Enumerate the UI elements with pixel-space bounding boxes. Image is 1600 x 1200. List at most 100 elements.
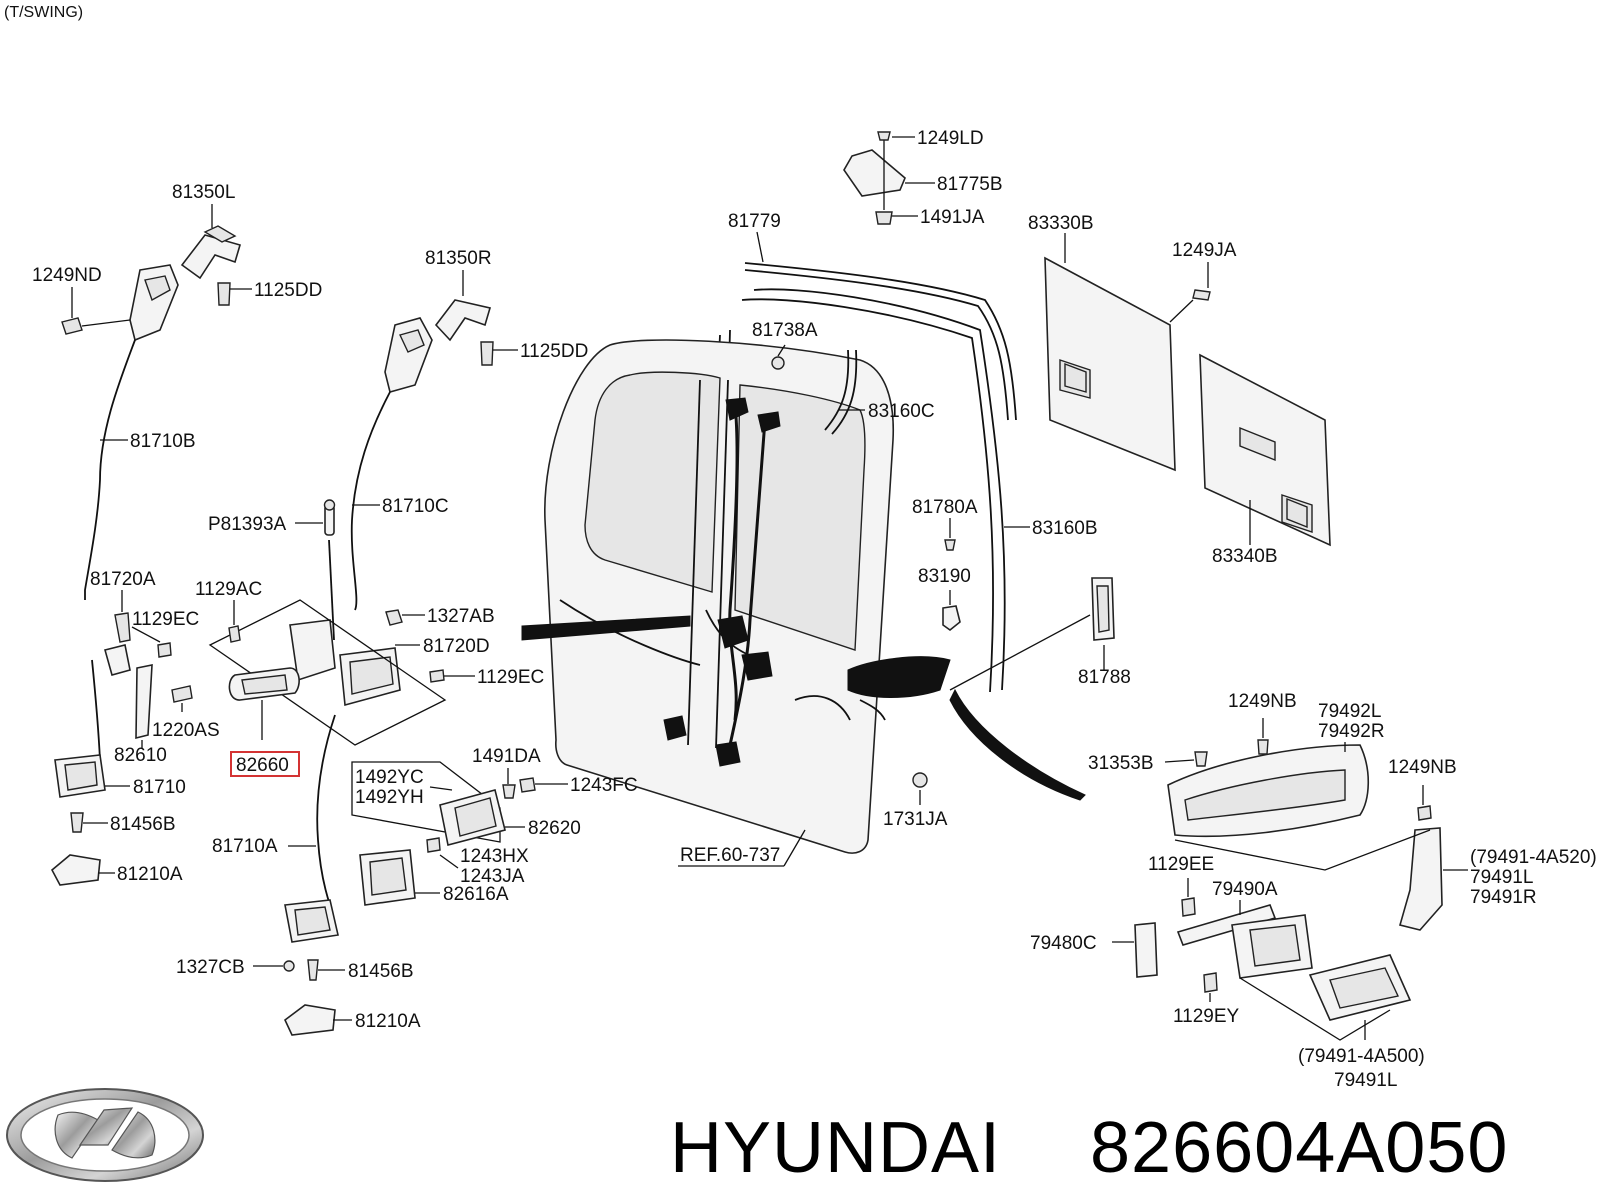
label-1129ec-b: 1129EC <box>477 667 544 688</box>
clip-1491da-drawing <box>502 784 516 799</box>
grommet-1731ja-drawing <box>912 772 928 788</box>
label-79491-4a520: (79491-4A520) <box>1470 847 1597 868</box>
striker-81210a-b-drawing <box>284 1004 336 1036</box>
label-79491-4a500: (79491-4A500) <box>1298 1046 1425 1067</box>
label-83330b: 83330B <box>1028 213 1094 234</box>
bracket-79491-upper-drawing <box>1399 827 1443 931</box>
bolt-1125dd-b-drawing <box>480 341 494 366</box>
cover-79492-drawing <box>1167 744 1370 838</box>
rod-81710a-drawing <box>316 714 336 906</box>
striker-81210a-a-drawing <box>50 854 101 886</box>
grommet-81738a-drawing <box>771 356 785 370</box>
label-81710b: 81710B <box>130 431 196 452</box>
rod-lower-left-drawing <box>91 659 101 761</box>
screw-1249ja-drawing <box>1192 289 1211 301</box>
inside-handle-82620-drawing <box>439 789 506 846</box>
label-81788: 81788 <box>1078 667 1131 688</box>
label-81720d: 81720D <box>423 636 490 657</box>
screw-1129ec-a-drawing <box>157 642 172 658</box>
label-82610: 82610 <box>114 745 167 766</box>
label-31353b: 31353B <box>1088 753 1154 774</box>
rod-81710b-drawing <box>84 339 136 600</box>
label-1249nb-a: 1249NB <box>1228 691 1297 712</box>
latch-81710-drawing <box>54 754 106 798</box>
outside-handle-82660-drawing <box>228 667 300 701</box>
label-79491l-a: 79491L <box>1470 867 1533 888</box>
rear-door-panel-drawing <box>544 339 895 854</box>
trim-panel-83330b-drawing <box>1044 256 1176 472</box>
label-1249nb-b: 1249NB <box>1388 757 1457 778</box>
label-79491l-b: 79491L <box>1334 1070 1397 1091</box>
trim-panel-83340b-drawing <box>1199 353 1331 547</box>
label-1125dd-b: 1125DD <box>520 341 588 362</box>
label-1129ac: 1129AC <box>195 579 262 600</box>
label-1243ja: 1243JA <box>460 866 525 887</box>
label-81710c: 81710C <box>382 496 449 517</box>
wiring-harness-drawing <box>521 397 1086 801</box>
brand-name: HYUNDAI <box>670 1108 1001 1188</box>
label-79490a: 79490A <box>1212 879 1278 900</box>
nut-1327ab-drawing <box>385 609 403 626</box>
label-1491ja: 1491JA <box>920 207 985 228</box>
label-1243hx: 1243HX <box>460 846 529 867</box>
inside-handle-82616a-drawing <box>359 849 416 906</box>
clip-81780a-drawing <box>944 539 956 551</box>
label-82660: 82660 <box>236 755 289 776</box>
bracket-81775b-drawing <box>843 131 906 225</box>
part-number: 826604A050 <box>1090 1108 1508 1188</box>
hinge-upper-left-drawing <box>129 264 179 342</box>
label-1491da: 1491DA <box>472 746 541 767</box>
label-1731ja: 1731JA <box>883 809 948 830</box>
highlight-box-82660 <box>230 751 300 777</box>
label-81780a: 81780A <box>912 497 978 518</box>
label-81710: 81710 <box>133 777 186 798</box>
label-1492yh: 1492YH <box>355 787 424 808</box>
label-79492l: 79492L <box>1318 701 1381 722</box>
label-p81393a: P81393A <box>208 514 287 535</box>
screw-81456b-b-drawing <box>307 959 319 981</box>
latch-81720d-drawing <box>289 619 401 707</box>
hinge-upper-center-drawing <box>384 317 433 393</box>
stopper-79480c-drawing <box>1134 922 1158 978</box>
bolt-1129ey-drawing <box>1203 972 1218 993</box>
label-83340b: 83340B <box>1212 546 1278 567</box>
check-link-79490a-drawing <box>1176 904 1313 979</box>
label-79492r: 79492R <box>1318 721 1385 742</box>
label-82620: 82620 <box>528 818 581 839</box>
screw-81456b-a-drawing <box>70 812 84 833</box>
label-1249ja: 1249JA <box>1172 240 1237 261</box>
label-1129ey: 1129EY <box>1173 1006 1240 1027</box>
rod-clip-81720a-drawing <box>104 612 131 676</box>
screw-1249nb-b-drawing <box>1417 805 1432 821</box>
label-1129ee: 1129EE <box>1148 854 1214 875</box>
label-83160b: 83160B <box>1032 518 1098 539</box>
bolt-1125dd-a-drawing <box>217 282 231 306</box>
lever-82610-drawing <box>135 664 153 740</box>
rod-81710c-drawing <box>350 391 391 611</box>
bolt-1220as-drawing <box>171 685 193 703</box>
label-81710a: 81710A <box>212 836 278 857</box>
hyundai-logo-icon <box>6 1088 204 1182</box>
label-81775b: 81775B <box>937 174 1003 195</box>
label-81210a-b: 81210A <box>355 1011 421 1032</box>
label-1249ld: 1249LD <box>917 128 984 149</box>
bracket-79491-lower-drawing <box>1308 954 1412 1021</box>
label-1243fc: 1243FC <box>570 775 638 796</box>
label-81738a: 81738A <box>752 320 818 341</box>
screw-1243fc-drawing <box>519 777 536 793</box>
label-83160c: 83160C <box>868 401 935 422</box>
label-81456b-a: 81456B <box>110 814 176 835</box>
label-81456b-b: 81456B <box>348 961 414 982</box>
label-81210a-a: 81210A <box>117 864 183 885</box>
screw-1243hx-drawing <box>426 837 441 853</box>
latch-lower-center-drawing <box>284 899 339 943</box>
bolt-1129ee-drawing <box>1181 897 1196 917</box>
label-81779: 81779 <box>728 211 781 232</box>
label-81720a: 81720A <box>90 569 156 590</box>
label-1129ec-a: 1129EC <box>132 609 199 630</box>
label-1492yc: 1492YC <box>355 767 424 788</box>
header-note: (T/SWING) <box>4 4 83 21</box>
hinge-81350r-drawing <box>434 299 492 342</box>
screw-1129ac-drawing <box>228 625 241 643</box>
seal-81788-drawing <box>1091 577 1115 641</box>
